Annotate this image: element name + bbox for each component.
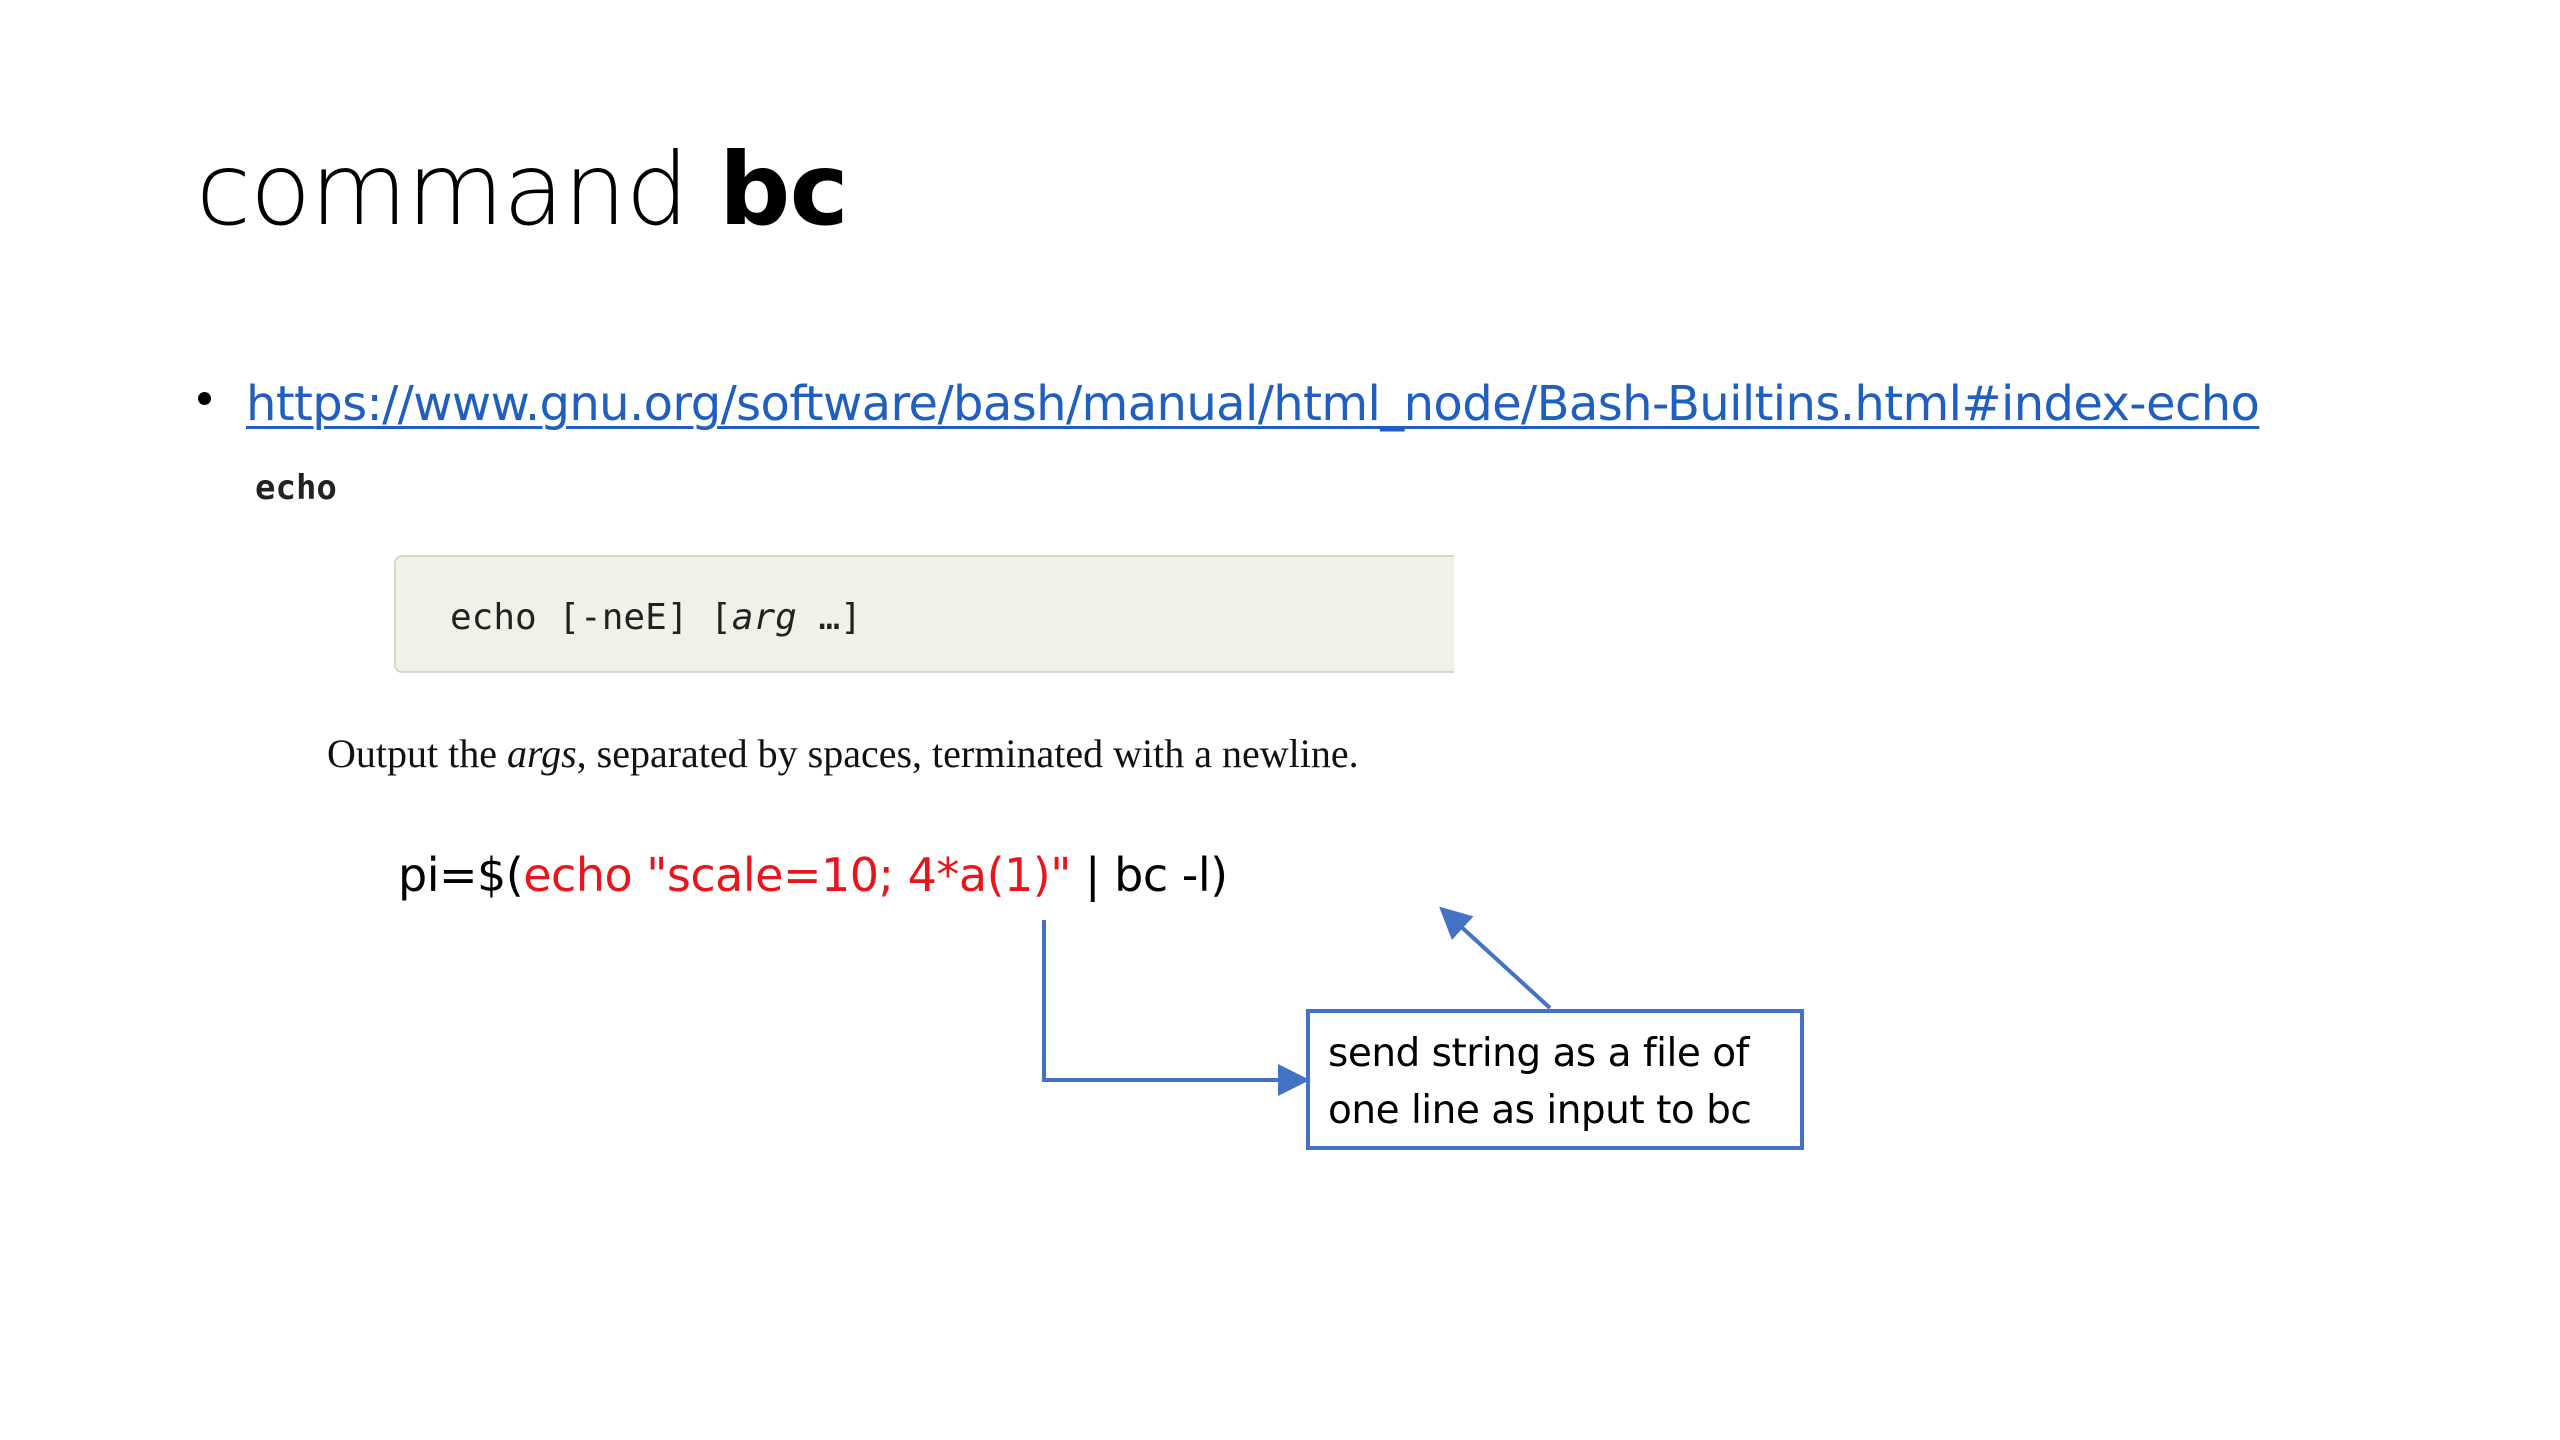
callout-line-2: one line as input to bc — [1328, 1088, 1752, 1133]
syntax-suffix: …] — [796, 597, 862, 638]
doc-builtin-name: echo — [255, 468, 337, 508]
diagonal-arrow — [1439, 906, 1552, 1010]
callout-box: send string as a file of one line as inp… — [1306, 1009, 1804, 1150]
desc-suffix: , separated by spaces, terminated with a… — [576, 731, 1359, 776]
bullet-dot — [198, 392, 211, 405]
callout-line-1: send string as a file of — [1328, 1031, 1749, 1076]
desc-prefix: Output the — [327, 731, 507, 776]
syntax-code: echo [-neE] [arg …] — [450, 597, 862, 638]
syntax-prefix: echo [-neE] [ — [450, 597, 732, 638]
pipe-elbow-arrow — [1042, 920, 1310, 1096]
bash-builtins-link[interactable]: https://www.gnu.org/software/bash/manual… — [246, 376, 2260, 432]
syntax-arg: arg — [731, 597, 797, 638]
example-suffix: | bc -l) — [1070, 848, 1228, 902]
title-plain: command — [196, 131, 719, 248]
doc-description: Output the args, separated by spaces, te… — [327, 730, 1359, 777]
desc-args: args — [506, 731, 577, 776]
syntax-code-box: echo [-neE] [arg …] — [394, 555, 1454, 673]
example-highlight: echo "scale=10; 4*a(1)" — [523, 848, 1071, 902]
example-prefix: pi=$( — [398, 848, 524, 902]
slide-title: command bc — [196, 140, 849, 240]
example-command: pi=$(echo "scale=10; 4*a(1)" | bc -l) — [398, 852, 1228, 898]
title-bold: bc — [718, 131, 849, 248]
